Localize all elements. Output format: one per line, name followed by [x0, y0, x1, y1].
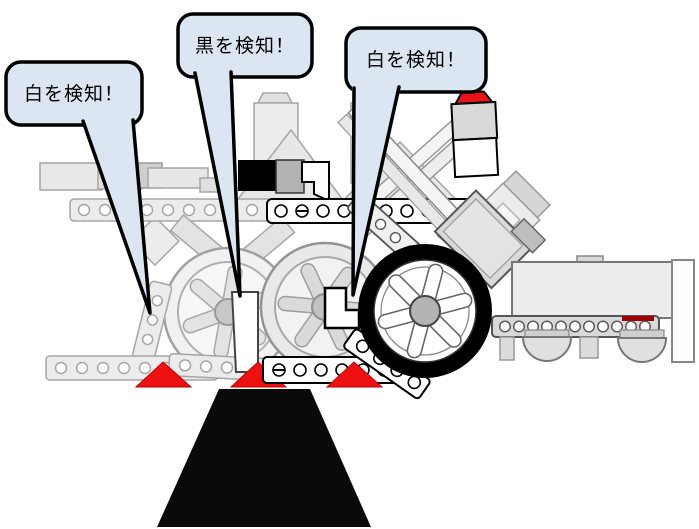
beam-red-accent: [622, 316, 654, 321]
callout-black-center: [176, 12, 314, 298]
callout-white-right: [344, 26, 488, 297]
rear-beam: [491, 315, 660, 338]
ghost-bracket: [131, 280, 173, 364]
small-wheel: [521, 336, 573, 362]
ghost-sensor-cap: [256, 92, 294, 104]
detection-marker-right: [325, 361, 384, 388]
black-line: [157, 389, 371, 527]
sensor-lower: [452, 136, 500, 179]
robot-rear-body: [491, 255, 695, 363]
detection-marker-left: [134, 361, 193, 388]
ghost-block: [147, 167, 209, 189]
bracket-center: [230, 291, 259, 373]
gray-block: [275, 159, 305, 194]
ghost-beam-top: [69, 198, 273, 222]
color-sensor: [450, 90, 500, 179]
hub: [409, 295, 441, 327]
sensor-upper: [450, 100, 499, 142]
ghost-block: [39, 162, 103, 191]
post: [579, 336, 599, 359]
rear-panel: [671, 259, 695, 363]
callout-white-left: [4, 60, 152, 315]
small-wheel: [616, 337, 668, 363]
white-block: [301, 161, 330, 203]
post: [499, 336, 515, 361]
callouts: [4, 12, 488, 315]
black-wheel: [358, 244, 492, 378]
wheel-cap: [619, 329, 665, 339]
rear-box: [511, 261, 674, 319]
black-block: [238, 160, 276, 191]
solid-robot: [229, 90, 695, 400]
